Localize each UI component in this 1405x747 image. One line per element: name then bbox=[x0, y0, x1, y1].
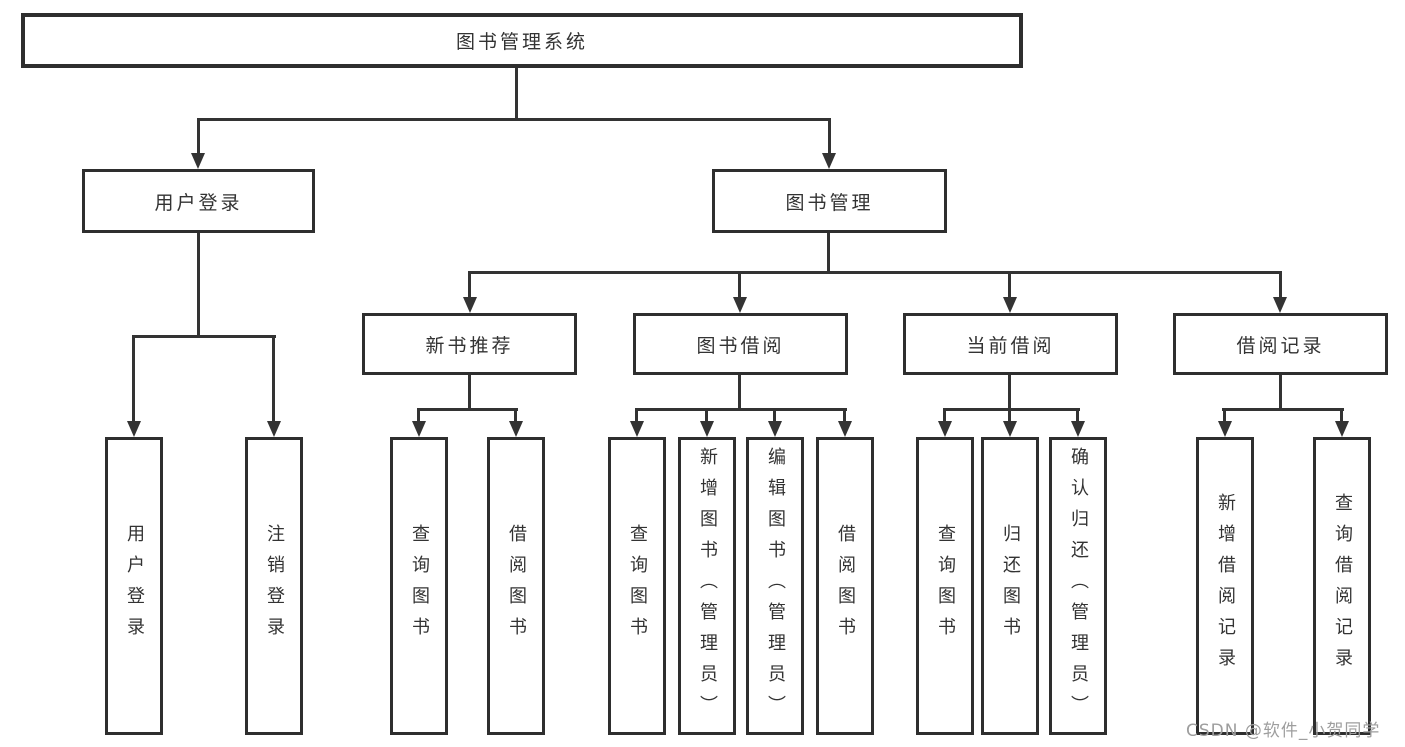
node-book-borrowing-label: 图书借阅 bbox=[696, 334, 785, 357]
leaf-current-return-books: 归还图书 bbox=[981, 437, 1039, 735]
leaf-logout-label: 注销登录 bbox=[264, 524, 285, 648]
connector-line bbox=[197, 118, 200, 155]
connector-line bbox=[468, 271, 1282, 274]
connector-line bbox=[635, 408, 638, 422]
connector-line bbox=[1279, 271, 1282, 299]
leaf-borrowing-query-books: 查询图书 bbox=[608, 437, 666, 735]
connector-line bbox=[1076, 408, 1079, 422]
arrow-down-icon bbox=[509, 421, 523, 437]
leaf-borrowing-borrow-books: 借阅图书 bbox=[816, 437, 874, 735]
leaf-user-login-label: 用户登录 bbox=[124, 524, 145, 648]
connector-line bbox=[468, 375, 471, 408]
leaf-records-query-record: 查询借阅记录 bbox=[1313, 437, 1371, 735]
node-current-borrowing-label: 当前借阅 bbox=[966, 334, 1055, 357]
arrow-down-icon bbox=[768, 421, 782, 437]
node-library-system: 图书管理系统 bbox=[21, 13, 1023, 68]
connector-line bbox=[197, 118, 831, 121]
arrow-down-icon bbox=[838, 421, 852, 437]
node-borrowing-records-label: 借阅记录 bbox=[1236, 334, 1325, 357]
connector-line bbox=[705, 408, 708, 422]
connector-line bbox=[132, 335, 135, 422]
leaf-recommend-borrow-books-label: 借阅图书 bbox=[506, 524, 527, 648]
leaf-records-add-record: 新增借阅记录 bbox=[1196, 437, 1254, 735]
connector-line bbox=[1279, 375, 1282, 408]
node-new-book-recommend: 新书推荐 bbox=[362, 313, 577, 375]
connector-line bbox=[635, 408, 847, 411]
arrow-down-icon bbox=[1071, 421, 1085, 437]
connector-line bbox=[514, 408, 517, 422]
connector-line bbox=[773, 408, 776, 422]
arrow-down-icon bbox=[1273, 297, 1287, 313]
connector-line bbox=[827, 233, 830, 271]
arrow-down-icon bbox=[127, 421, 141, 437]
leaf-recommend-query-books-label: 查询图书 bbox=[409, 524, 430, 648]
arrow-down-icon bbox=[1218, 421, 1232, 437]
arrow-down-icon bbox=[700, 421, 714, 437]
arrow-down-icon bbox=[463, 297, 477, 313]
connector-line bbox=[943, 408, 1080, 411]
leaf-borrowing-edit-books-admin: 编辑图书（管理员） bbox=[746, 437, 804, 735]
connector-line bbox=[843, 408, 846, 422]
arrow-down-icon bbox=[191, 153, 205, 169]
node-borrowing-records: 借阅记录 bbox=[1173, 313, 1388, 375]
arrow-down-icon bbox=[938, 421, 952, 437]
connector-line bbox=[272, 335, 275, 422]
connector-line bbox=[468, 271, 471, 299]
connector-line bbox=[738, 271, 741, 299]
connector-line bbox=[1008, 271, 1011, 299]
arrow-down-icon bbox=[1003, 297, 1017, 313]
leaf-user-login: 用户登录 bbox=[105, 437, 163, 735]
leaf-records-add-record-label: 新增借阅记录 bbox=[1215, 493, 1236, 679]
connector-line bbox=[417, 408, 420, 422]
leaf-current-query-books-label: 查询图书 bbox=[935, 524, 956, 648]
connector-line bbox=[738, 375, 741, 408]
arrow-down-icon bbox=[1003, 421, 1017, 437]
connector-line bbox=[515, 68, 518, 118]
leaf-current-query-books: 查询图书 bbox=[916, 437, 974, 735]
arrow-down-icon bbox=[412, 421, 426, 437]
leaf-borrowing-query-books-label: 查询图书 bbox=[627, 524, 648, 648]
leaf-borrowing-edit-books-admin-label: 编辑图书（管理员） bbox=[765, 446, 786, 726]
node-user-login-branch-label: 用户登录 bbox=[154, 191, 243, 214]
leaf-current-return-books-label: 归还图书 bbox=[1000, 524, 1021, 648]
arrow-down-icon bbox=[630, 421, 644, 437]
leaf-records-query-record-label: 查询借阅记录 bbox=[1332, 493, 1353, 679]
connector-line bbox=[1340, 408, 1343, 422]
connector-line bbox=[1223, 408, 1226, 422]
csdn-watermark: CSDN @软件_小贺同学 bbox=[1186, 721, 1381, 741]
node-new-book-recommend-label: 新书推荐 bbox=[425, 334, 514, 357]
arrow-down-icon bbox=[733, 297, 747, 313]
leaf-current-confirm-return-admin-label: 确认归还（管理员） bbox=[1068, 446, 1089, 726]
connector-line bbox=[1008, 408, 1011, 422]
leaf-borrowing-add-books-admin: 新增图书（管理员） bbox=[678, 437, 736, 735]
connector-line bbox=[1008, 375, 1011, 408]
leaf-current-confirm-return-admin: 确认归还（管理员） bbox=[1049, 437, 1107, 735]
leaf-recommend-borrow-books: 借阅图书 bbox=[487, 437, 545, 735]
connector-line bbox=[1222, 408, 1344, 411]
leaf-logout: 注销登录 bbox=[245, 437, 303, 735]
node-book-management-branch-label: 图书管理 bbox=[785, 191, 874, 214]
node-book-borrowing: 图书借阅 bbox=[633, 313, 848, 375]
leaf-borrowing-add-books-admin-label: 新增图书（管理员） bbox=[697, 446, 718, 726]
leaf-borrowing-borrow-books-label: 借阅图书 bbox=[835, 524, 856, 648]
node-user-login-branch: 用户登录 bbox=[82, 169, 315, 233]
connector-line bbox=[132, 335, 276, 338]
connector-line bbox=[943, 408, 946, 422]
connector-line bbox=[828, 118, 831, 155]
node-book-management-branch: 图书管理 bbox=[712, 169, 947, 233]
arrow-down-icon bbox=[267, 421, 281, 437]
arrow-down-icon bbox=[822, 153, 836, 169]
connector-line bbox=[417, 408, 518, 411]
node-current-borrowing: 当前借阅 bbox=[903, 313, 1118, 375]
arrow-down-icon bbox=[1335, 421, 1349, 437]
node-library-system-label: 图书管理系统 bbox=[455, 31, 588, 53]
leaf-recommend-query-books: 查询图书 bbox=[390, 437, 448, 735]
connector-line bbox=[197, 233, 200, 335]
